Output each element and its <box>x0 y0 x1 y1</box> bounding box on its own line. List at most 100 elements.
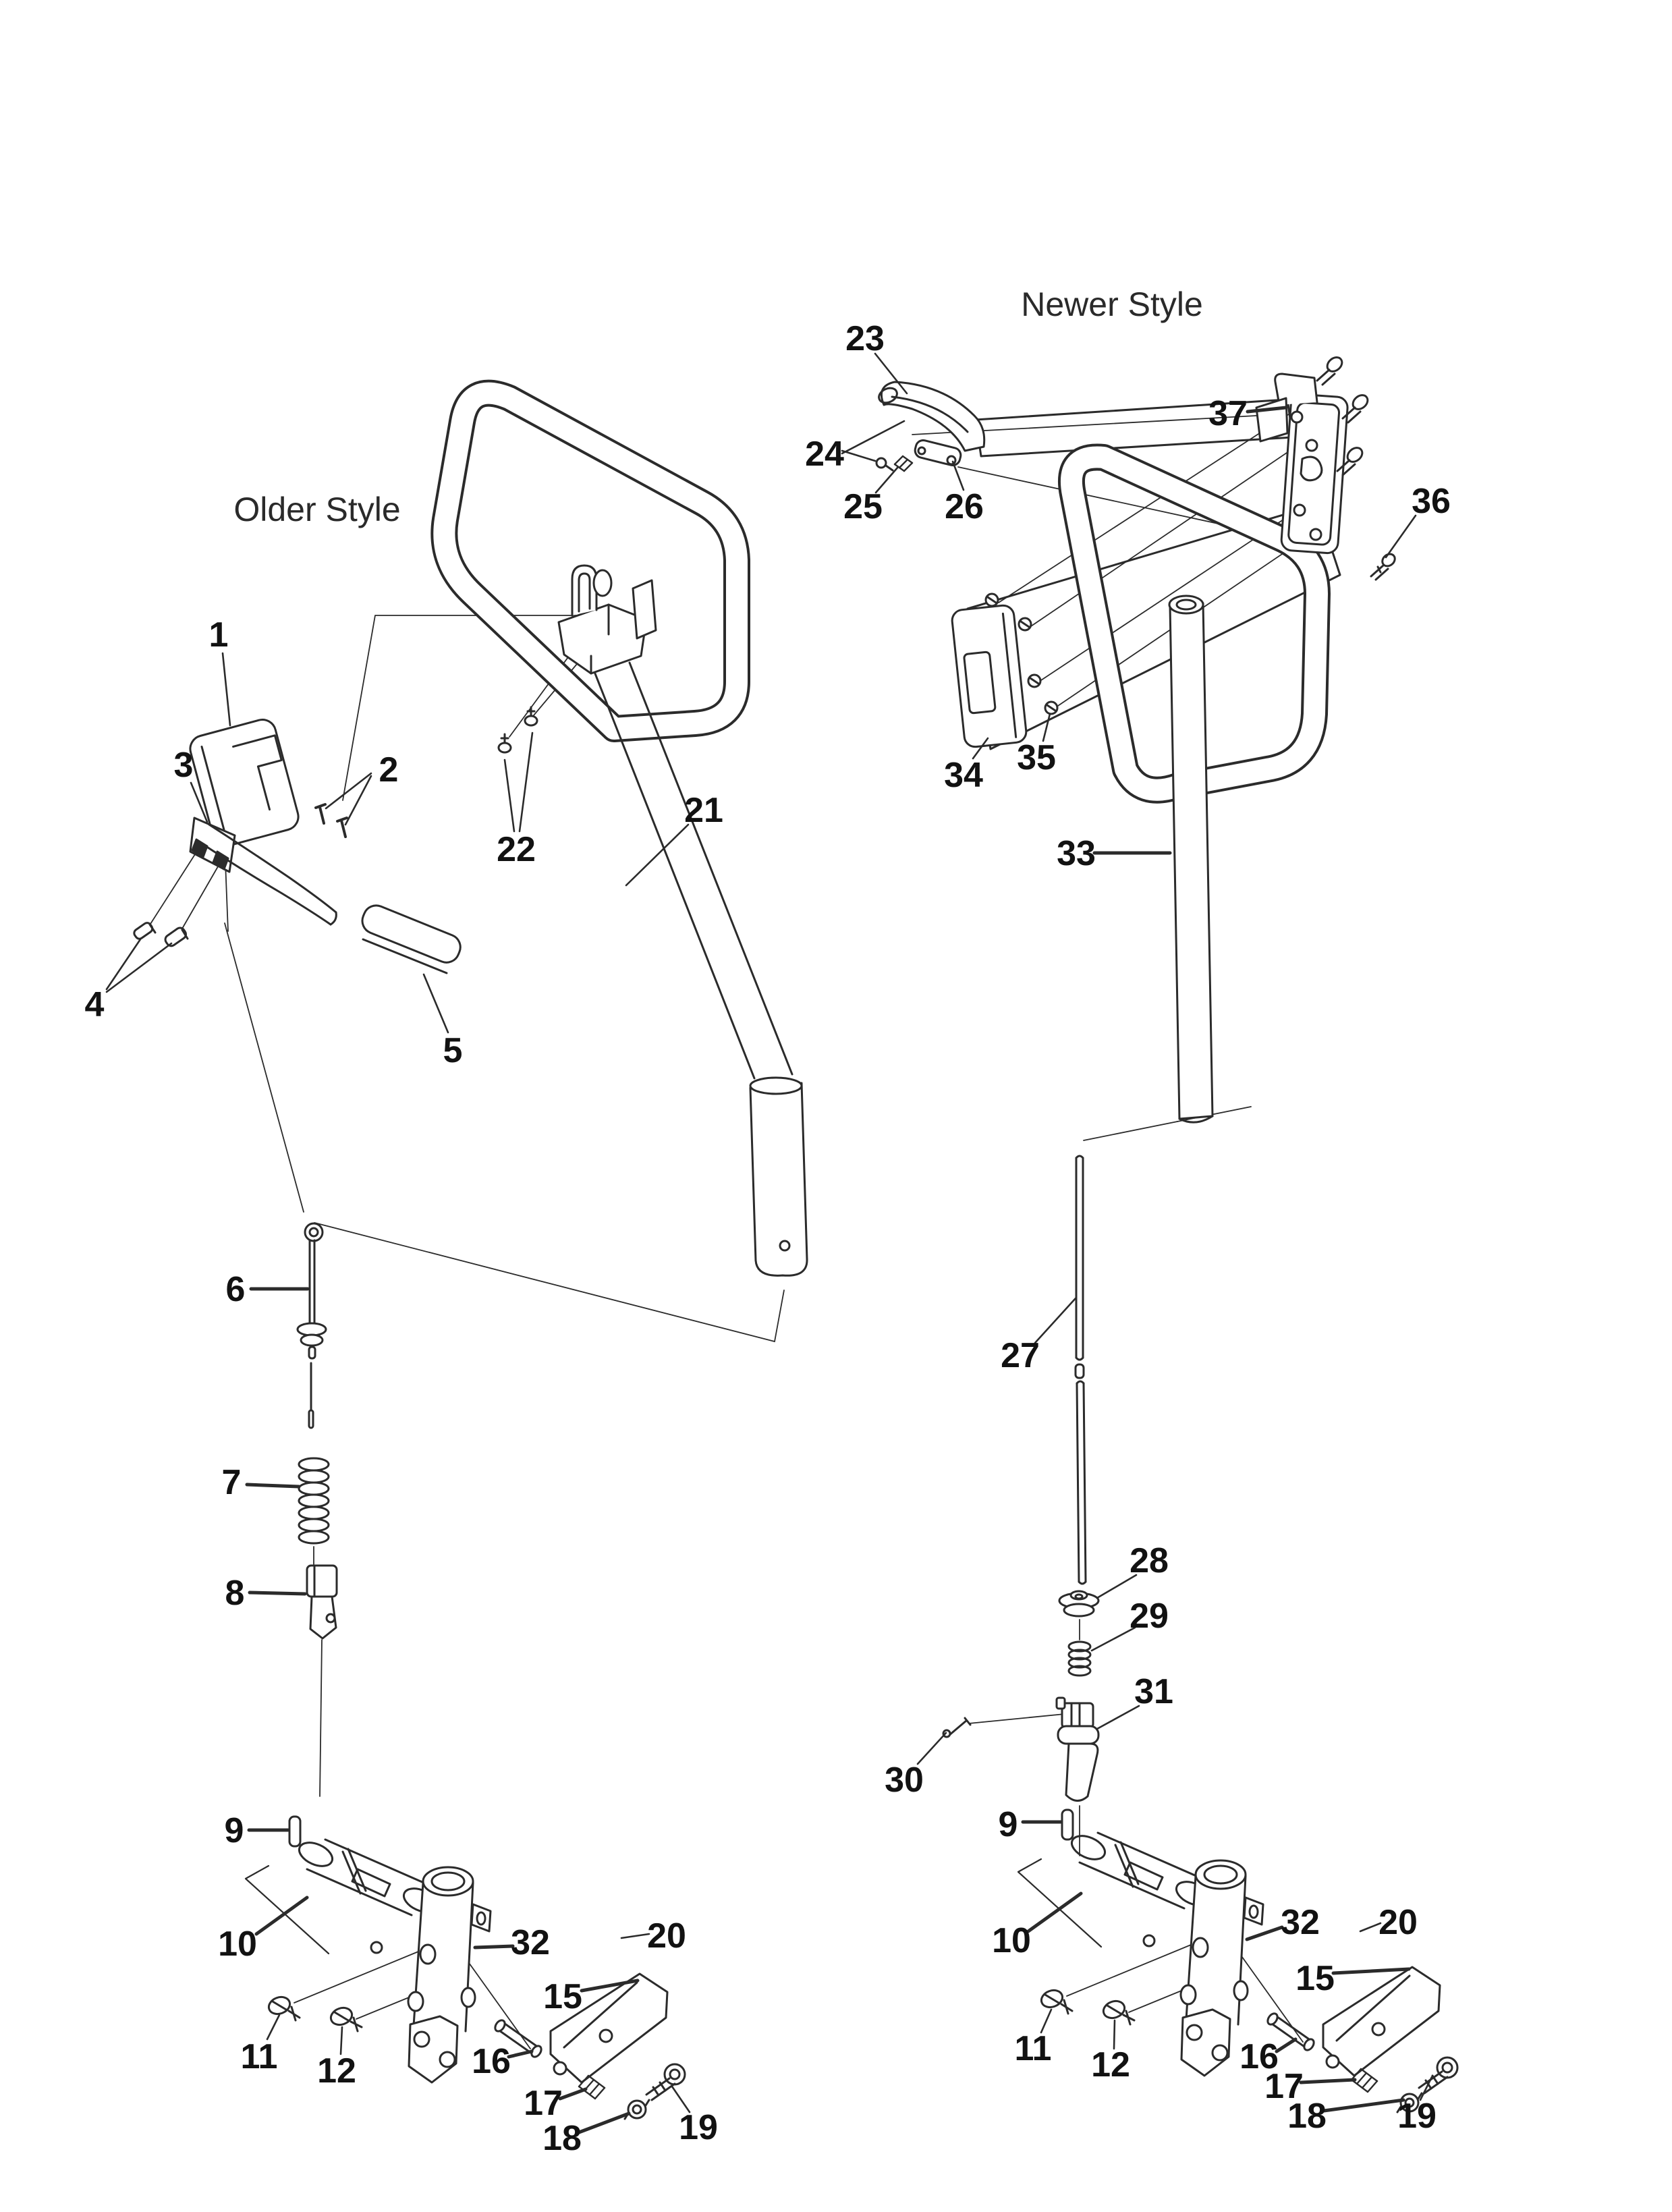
leader-line-23 <box>874 352 908 395</box>
leader-line-18b <box>1322 2098 1405 2113</box>
part-1-cap <box>189 719 300 847</box>
leader-line-7 <box>245 1483 301 1489</box>
part-5-grip-pad <box>361 904 462 974</box>
callout-4: 4 <box>85 985 105 1024</box>
older-top-bracket <box>557 564 657 675</box>
callout-20: 20 <box>647 1916 686 1956</box>
part-27-rod <box>1074 1155 1087 1585</box>
callout-24: 24 <box>805 435 844 474</box>
leader-line-34 <box>972 737 989 760</box>
leader-line-17 <box>558 2087 588 2101</box>
part-26-link <box>914 439 962 467</box>
leader-line-18 <box>577 2111 631 2134</box>
callout-12b: 12 <box>1091 2045 1130 2084</box>
newer-bottom-cluster <box>1017 1808 1459 2113</box>
leader-line-2 <box>325 772 372 810</box>
callout-10b: 10 <box>992 1921 1031 1960</box>
leader-line-20 <box>620 1933 650 1939</box>
callout-5: 5 <box>443 1031 463 1070</box>
callout-16: 16 <box>472 2042 511 2081</box>
callout-25: 25 <box>843 487 883 526</box>
callout-15b: 15 <box>1295 1959 1335 1998</box>
leader-line-22 <box>503 758 515 833</box>
callout-23: 23 <box>845 319 885 358</box>
part-36-screw <box>1370 553 1396 581</box>
callout-19b: 19 <box>1397 2097 1437 2136</box>
leader-line-19b <box>1419 2076 1433 2101</box>
callout-18: 18 <box>542 2119 582 2158</box>
leader-line-4 <box>105 942 173 993</box>
leader-line-25 <box>874 466 899 494</box>
callout-29: 29 <box>1130 1597 1169 1636</box>
callout-15: 15 <box>543 1977 582 2016</box>
callout-9b: 9 <box>999 1805 1018 1844</box>
callout-11: 11 <box>241 2037 278 2076</box>
leader-line-22 <box>518 731 534 833</box>
part-34-housing <box>951 604 1028 748</box>
part-31-trigger <box>1055 1696 1100 1856</box>
leader-line-20b <box>1359 1922 1382 1933</box>
leader-line-10b <box>1026 1891 1083 1933</box>
part-29-spring <box>1067 1619 1092 1677</box>
newer-style-assembly <box>875 356 1396 1856</box>
part-4-pins <box>133 922 189 947</box>
part-23-lever <box>878 381 986 452</box>
callout-2: 2 <box>379 750 399 790</box>
leader-line-17b <box>1299 2078 1357 2084</box>
part-2-pins <box>314 803 348 838</box>
leader-line-10 <box>254 1896 309 1936</box>
older-handle-loop <box>430 379 750 742</box>
leader-line-12 <box>339 2026 343 2055</box>
bracket-roller-pin <box>592 569 613 597</box>
leader-line-24 <box>841 449 876 462</box>
callout-18b: 18 <box>1287 2097 1327 2136</box>
callout-26: 26 <box>945 487 984 526</box>
callout-31: 31 <box>1134 1672 1173 1711</box>
callout-6: 6 <box>226 1270 246 1309</box>
leader-line-15b <box>1331 1967 1411 1975</box>
part-35-screws <box>984 592 1059 715</box>
callout-28: 28 <box>1130 1541 1169 1580</box>
older-style-assembly <box>133 379 808 1797</box>
callout-3: 3 <box>174 746 194 785</box>
callout-33: 33 <box>1057 834 1096 873</box>
leader-line-5 <box>422 973 449 1034</box>
part-3-lever <box>189 817 337 926</box>
leader-line-16 <box>507 2049 534 2059</box>
callout-16b: 16 <box>1239 2037 1279 2076</box>
part-6-rod <box>296 1222 327 1429</box>
part-33-tube <box>1168 595 1214 1124</box>
callout-34: 34 <box>944 756 983 795</box>
leader-line-15 <box>580 1979 640 1993</box>
callout-35: 35 <box>1017 738 1056 777</box>
callout-17: 17 <box>524 2084 563 2123</box>
callout-10: 10 <box>218 1925 257 1964</box>
part-8-link <box>306 1564 338 1797</box>
leader-line-36 <box>1385 514 1417 559</box>
callout-36: 36 <box>1412 482 1451 521</box>
part-25-spring <box>893 455 914 472</box>
callout-22: 22 <box>497 830 536 869</box>
callout-9: 9 <box>225 1811 244 1850</box>
callout-7: 7 <box>222 1463 242 1502</box>
title-older-style: Older Style <box>233 491 400 528</box>
callout-11b: 11 <box>1015 2029 1052 2068</box>
leader-line-30 <box>916 1732 947 1765</box>
part-21-handle-shaft <box>591 661 808 1277</box>
leader-line-19 <box>671 2085 691 2113</box>
leader-line-32 <box>473 1944 515 1950</box>
part-7-spring <box>298 1457 330 1565</box>
leader-line-26 <box>951 460 965 491</box>
leader-line-37 <box>1246 406 1288 414</box>
callout-8: 8 <box>225 1574 245 1613</box>
callout-30: 30 <box>885 1761 924 1800</box>
leader-line-2 <box>344 775 372 826</box>
leader-line-27 <box>1034 1297 1077 1344</box>
callout-32: 32 <box>511 1923 550 1962</box>
leader-line-31 <box>1096 1705 1140 1730</box>
part-22-screws <box>497 706 538 754</box>
part-28-washer <box>1058 1590 1100 1617</box>
